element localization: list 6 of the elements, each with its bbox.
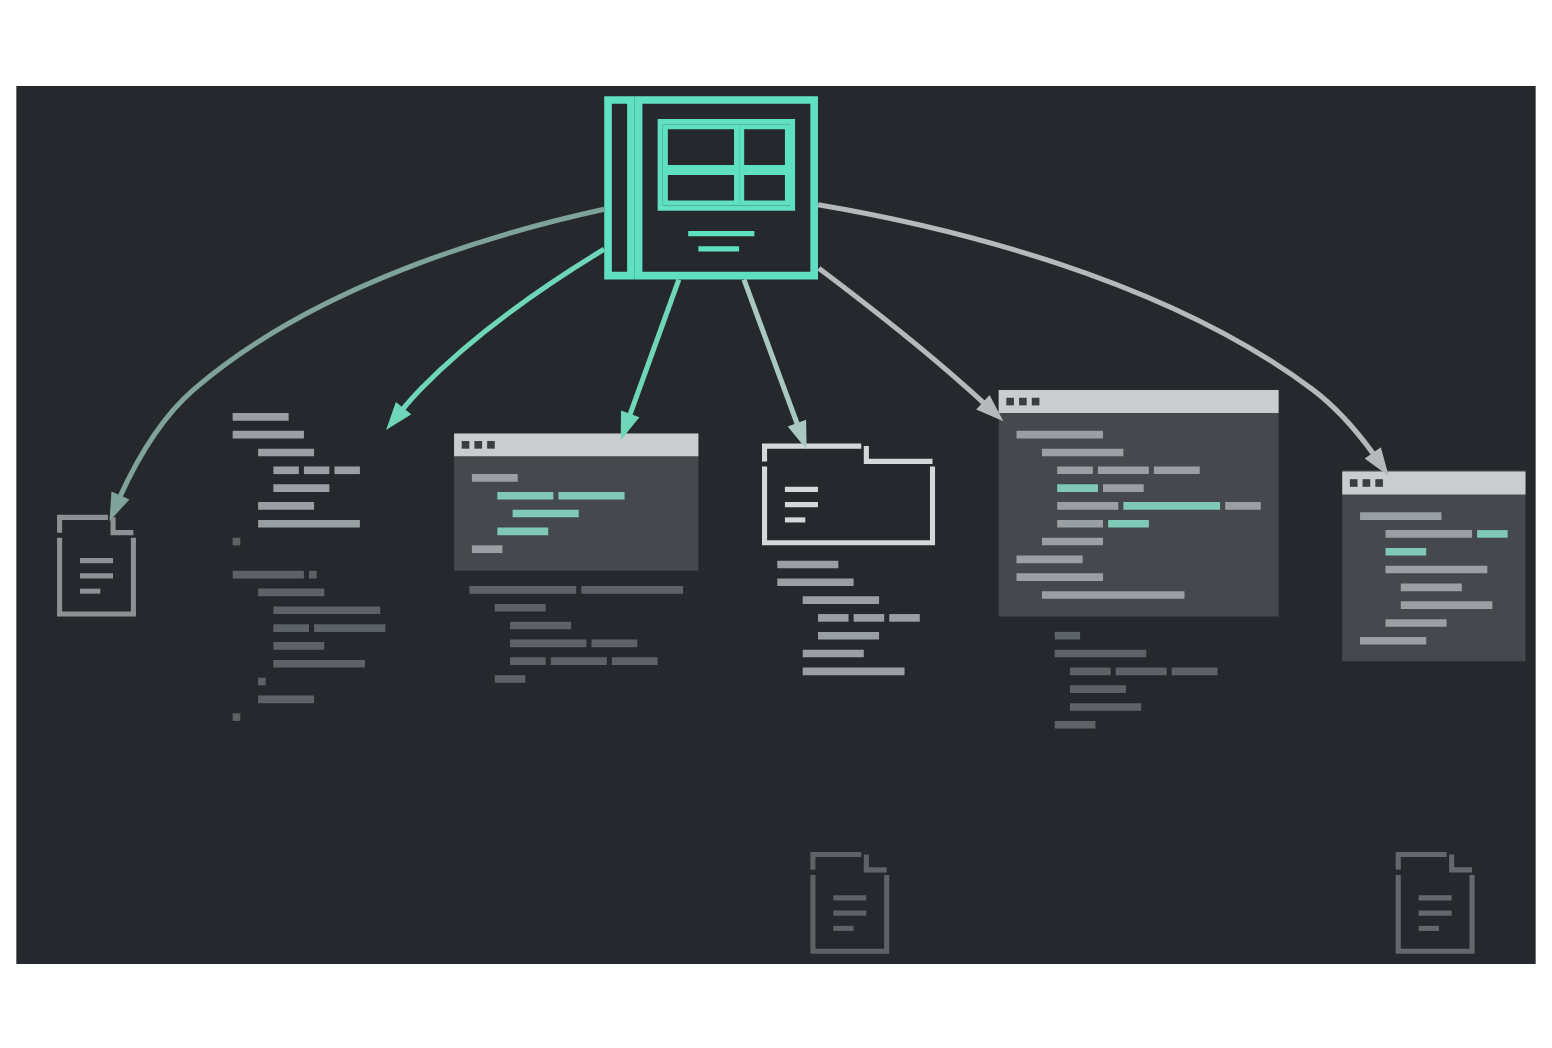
arrow	[817, 265, 1004, 421]
arrow	[817, 201, 1389, 476]
arrow	[741, 277, 807, 449]
arrow	[620, 277, 682, 440]
arrow	[386, 246, 606, 430]
arrow	[109, 205, 605, 521]
